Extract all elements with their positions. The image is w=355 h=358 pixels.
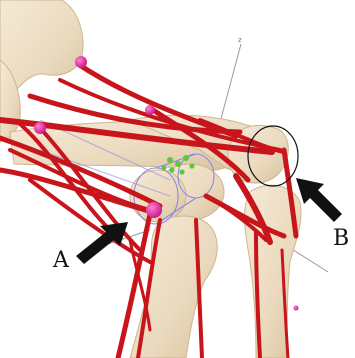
marker-knee-a — [146, 202, 162, 218]
marker-shin — [294, 306, 299, 311]
callout-label-a: A — [53, 250, 69, 272]
marker-thigh — [145, 105, 155, 115]
callout-label-b: B — [333, 228, 349, 250]
arrow-a — [76, 222, 128, 264]
arrow-b — [296, 178, 342, 222]
marker-thigh-left — [34, 122, 46, 134]
marker-hip — [75, 56, 87, 68]
axis-marker-label: z — [238, 36, 242, 44]
